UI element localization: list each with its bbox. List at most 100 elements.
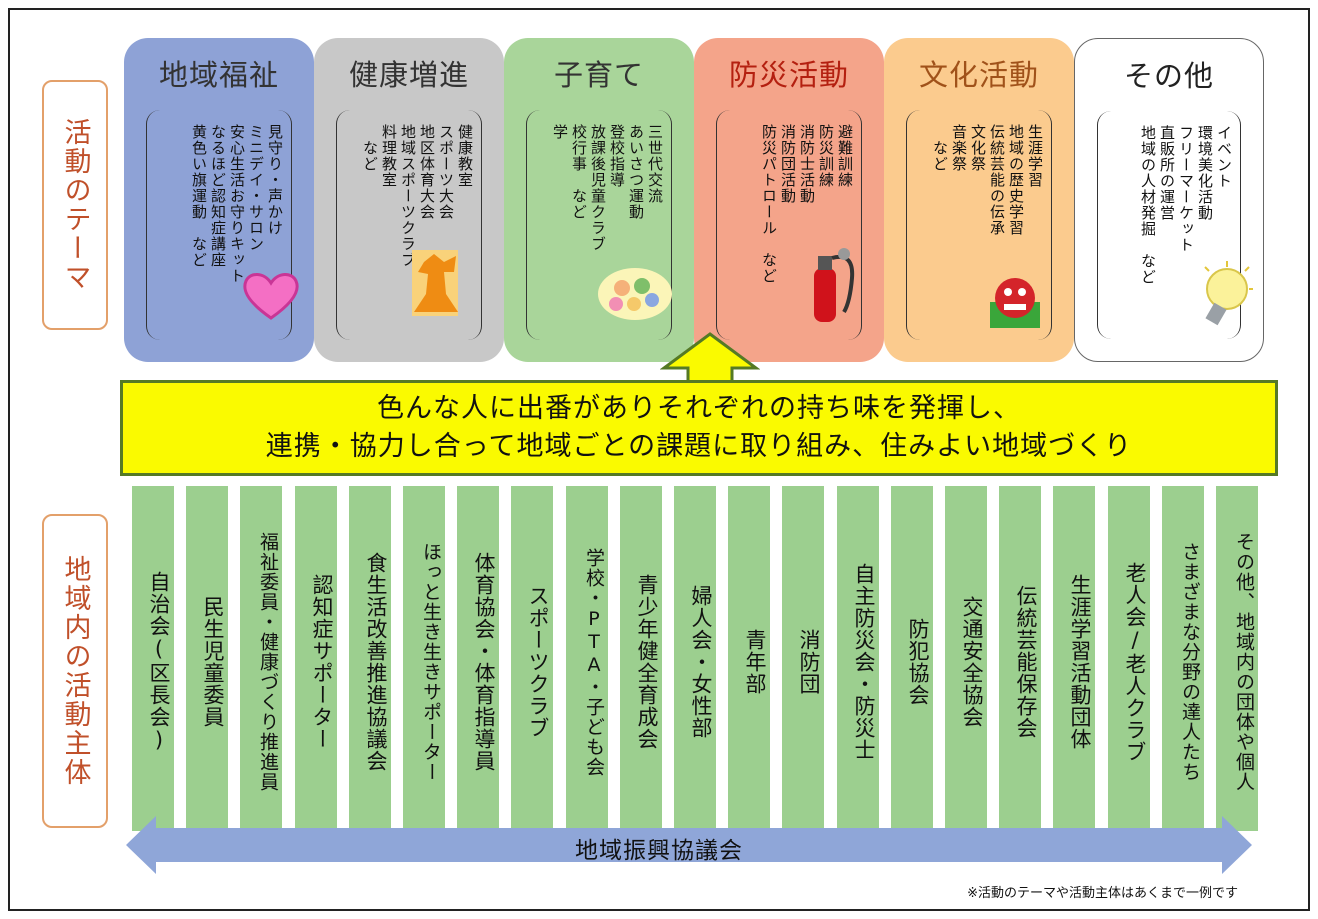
actor-label: 学校・PTA・子ども会 [583, 547, 605, 777]
theme-list: 見守り・声かけミニデイ・サロン安心生活お守りキットなるほど認知症講座黄色い旗運動… [189, 124, 284, 334]
actor-column: 体育協会・体育指導員 [457, 486, 499, 831]
actor-label: 青年部 [743, 629, 767, 695]
theme-list-item: イベント [1215, 125, 1233, 189]
actor-label: 自主防災会・防災士 [852, 563, 876, 761]
actor-column: 伝統芸能保存会 [999, 486, 1041, 831]
theme-list-item: 黄色い旗運動 など [190, 124, 208, 268]
theme-title: 文化活動 [918, 58, 1039, 92]
actor-column: 自主防災会・防災士 [837, 486, 879, 831]
athlete-icon [404, 242, 474, 326]
actor-column: 青少年健全育成会 [620, 486, 662, 831]
actor-column: 学校・PTA・子ども会 [566, 486, 608, 831]
council-label: 地域振興協議会 [575, 838, 743, 864]
theme-bracket [906, 110, 1052, 340]
theme-list-item: 防災パトロール など [760, 124, 778, 284]
theme-list-item: 見守り・声かけ [266, 124, 284, 236]
main-banner: 色んな人に出番がありそれぞれの持ち味を発揮し、 連携・協力し合って地域ごとの課題… [120, 380, 1278, 476]
theme-list-item: あいさつ運動 [627, 124, 645, 220]
theme-list-item: 地域の人材発掘 など [1139, 125, 1157, 285]
theme-title: 地域福祉 [158, 58, 279, 92]
actor-column: さまざまな分野の達人たち [1162, 486, 1204, 831]
actor-label: 伝統芸能保存会 [1014, 585, 1038, 739]
theme-list-item: 環境美化活動 [1196, 125, 1214, 221]
actor-column: その他、地域内の団体や個人 [1216, 486, 1258, 831]
actor-label: 老人会/老人クラブ [1123, 561, 1147, 763]
theme-card: 防災活動避難訓練防災訓練消防士活動消防団活動防災パトロール など [694, 38, 884, 362]
theme-list-item: 消防団活動 [779, 124, 797, 204]
theme-list-item: 地区体育大会 [418, 124, 436, 220]
actor-label: スポーツクラブ [526, 585, 550, 739]
theme-list-item: など [361, 124, 379, 172]
actor-label: 食生活改善推進協議会 [364, 552, 388, 772]
lion-mask-icon [984, 272, 1046, 336]
theme-list-item: 音楽祭 [950, 124, 968, 172]
theme-title: 防災活動 [728, 58, 849, 92]
theme-card: その他イベント環境美化活動フリーマーケット直販所の運営地域の人材発掘 など [1074, 38, 1264, 362]
theme-list-item: 学 [551, 124, 569, 140]
actor-column: 老人会/老人クラブ [1108, 486, 1150, 831]
theme-card: 地域福祉見守り・声かけミニデイ・サロン安心生活お守りキットなるほど認知症講座黄色… [124, 38, 314, 362]
theme-side-label: 活動のテーマ [42, 80, 108, 330]
actor-column: 消防団 [782, 486, 824, 831]
theme-title: その他 [1123, 59, 1214, 93]
actor-column: 交通安全協会 [945, 486, 987, 831]
banner-line-1: 色んな人に出番がありそれぞれの持ち味を発揮し、 [377, 393, 1021, 424]
theme-list-item: など [931, 124, 949, 172]
actor-label: 防犯協会 [906, 618, 930, 706]
theme-list-item: 放課後児童クラブ [589, 124, 607, 252]
actor-column: スポーツクラブ [511, 486, 553, 831]
theme-bracket [526, 110, 672, 340]
actor-column: ほっと生き生きサポーター [403, 486, 445, 831]
theme-list-item: フリーマーケット [1177, 125, 1195, 253]
heart-icon [240, 270, 302, 326]
actor-label: 福祉委員・健康づくり推進員 [257, 532, 279, 792]
theme-list: 避難訓練防災訓練消防士活動消防団活動防災パトロール など [759, 124, 854, 334]
banner-line-2: 連携・協力し合って地域ごとの課題に取り組み、住みよい地域づくり [265, 431, 1133, 462]
actor-label: ほっと生き生きサポーター [420, 542, 442, 782]
theme-card: 子育て三世代交流あいさつ運動登校指導放課後児童クラブ校行事 など学 [504, 38, 694, 362]
actor-side-label: 地域内の活動主体 [42, 514, 108, 828]
children-icon [596, 266, 674, 326]
theme-title: 健康増進 [348, 58, 469, 92]
theme-list-item: 避難訓練 [836, 124, 854, 188]
actor-label: 認知症サポーター [310, 574, 334, 750]
actor-column: 青年部 [728, 486, 770, 831]
actor-column: 生涯学習活動団体 [1053, 486, 1095, 831]
actor-column: 自治会(区長会) [132, 486, 174, 831]
actor-label: 交通安全協会 [960, 596, 984, 728]
theme-list-item: 地域スポーツクラブ [399, 124, 417, 268]
theme-title: 子育て [553, 58, 644, 92]
theme-list-item: 安心生活お守りキット [228, 124, 246, 284]
theme-list-item: 文化祭 [969, 124, 987, 172]
actor-label: その他、地域内の団体や個人 [1233, 532, 1255, 792]
actor-label: 婦人会・女性部 [689, 585, 713, 739]
theme-list-item: 生涯学習 [1026, 124, 1044, 188]
actor-label: 民生児童委員 [201, 596, 225, 728]
theme-list-item: 地域の歴史学習 [1007, 124, 1025, 236]
fire-extinguisher-icon [804, 242, 862, 330]
theme-list-item: 三世代交流 [646, 124, 664, 204]
theme-list-item: 健康教室 [456, 124, 474, 188]
actor-column: 福祉委員・健康づくり推進員 [240, 486, 282, 831]
actor-column: 防犯協会 [891, 486, 933, 831]
theme-bracket [716, 110, 862, 340]
theme-list: イベント環境美化活動フリーマーケット直販所の運営地域の人材発掘 など [1138, 125, 1233, 335]
theme-list-item: スポーツ大会 [437, 124, 455, 220]
actor-column: 婦人会・女性部 [674, 486, 716, 831]
lightbulb-icon [1193, 261, 1253, 339]
actor-label: さまざまな分野の達人たち [1179, 542, 1201, 782]
footnote: ※活動のテーマや活動主体はあくまで一例です [967, 886, 1238, 901]
theme-list-item: 直販所の運営 [1158, 125, 1176, 221]
theme-list-item: 伝統芸能の伝承 [988, 124, 1006, 236]
theme-card: 文化活動生涯学習地域の歴史学習伝統芸能の伝承文化祭音楽祭 など [884, 38, 1074, 362]
theme-list-item: 校行事 など [570, 124, 588, 220]
theme-list-item: なるほど認知症講座 [209, 124, 227, 268]
actor-column: 認知症サポーター [295, 486, 337, 831]
theme-list: 生涯学習地域の歴史学習伝統芸能の伝承文化祭音楽祭 など [930, 124, 1044, 334]
up-arrow-icon [660, 332, 760, 386]
actor-column: 民生児童委員 [186, 486, 228, 831]
actor-column: 食生活改善推進協議会 [349, 486, 391, 831]
council-arrow-icon [126, 816, 1252, 874]
theme-bracket [146, 110, 292, 340]
theme-list-item: 消防士活動 [798, 124, 816, 204]
